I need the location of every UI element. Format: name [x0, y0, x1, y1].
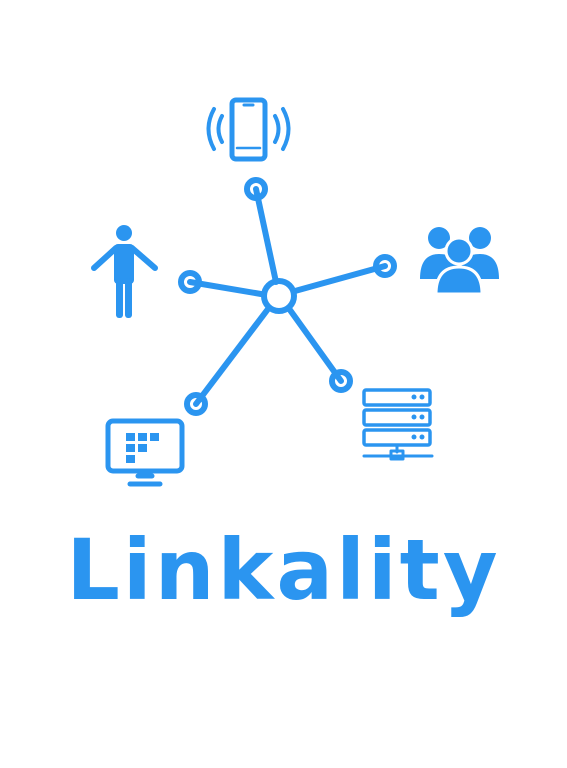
spoke-left	[187, 279, 264, 297]
server-indicator-lights	[411, 394, 425, 440]
node-lower-left	[184, 392, 208, 416]
spoke-top	[253, 186, 279, 285]
brand-title: Linkality	[66, 521, 501, 619]
spoke-right	[292, 263, 388, 294]
node-lower-right	[329, 369, 353, 393]
spoke-lower-left	[193, 306, 271, 407]
node-left	[178, 270, 202, 294]
node-right	[373, 254, 397, 278]
hub-node	[261, 278, 297, 314]
monitor-icon	[105, 418, 185, 487]
spoke-lower-right	[287, 307, 344, 384]
network-graph	[178, 177, 397, 416]
monitor-screen-tiles	[126, 433, 159, 463]
smartphone-icon	[206, 97, 291, 162]
person-icon	[91, 225, 158, 318]
node-top	[244, 177, 268, 201]
server-rack-icon	[362, 388, 434, 461]
people-group-icon	[420, 227, 499, 296]
